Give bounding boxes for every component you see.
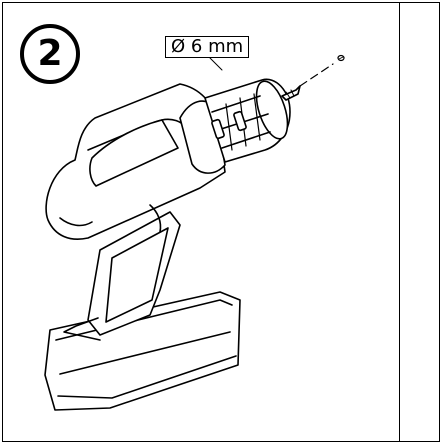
drill-body [45,83,226,240]
panel-divider [399,2,400,442]
label-leader-line [209,57,223,71]
step-number-badge: 2 [20,24,80,84]
instruction-panel-frame [2,2,440,442]
drill-chuck [179,78,291,174]
screw-icon [299,54,345,87]
drill-handle [63,211,181,341]
drill-bit-icon [281,85,301,101]
drill-bit-size-label: Ø 6 mm [165,36,250,58]
